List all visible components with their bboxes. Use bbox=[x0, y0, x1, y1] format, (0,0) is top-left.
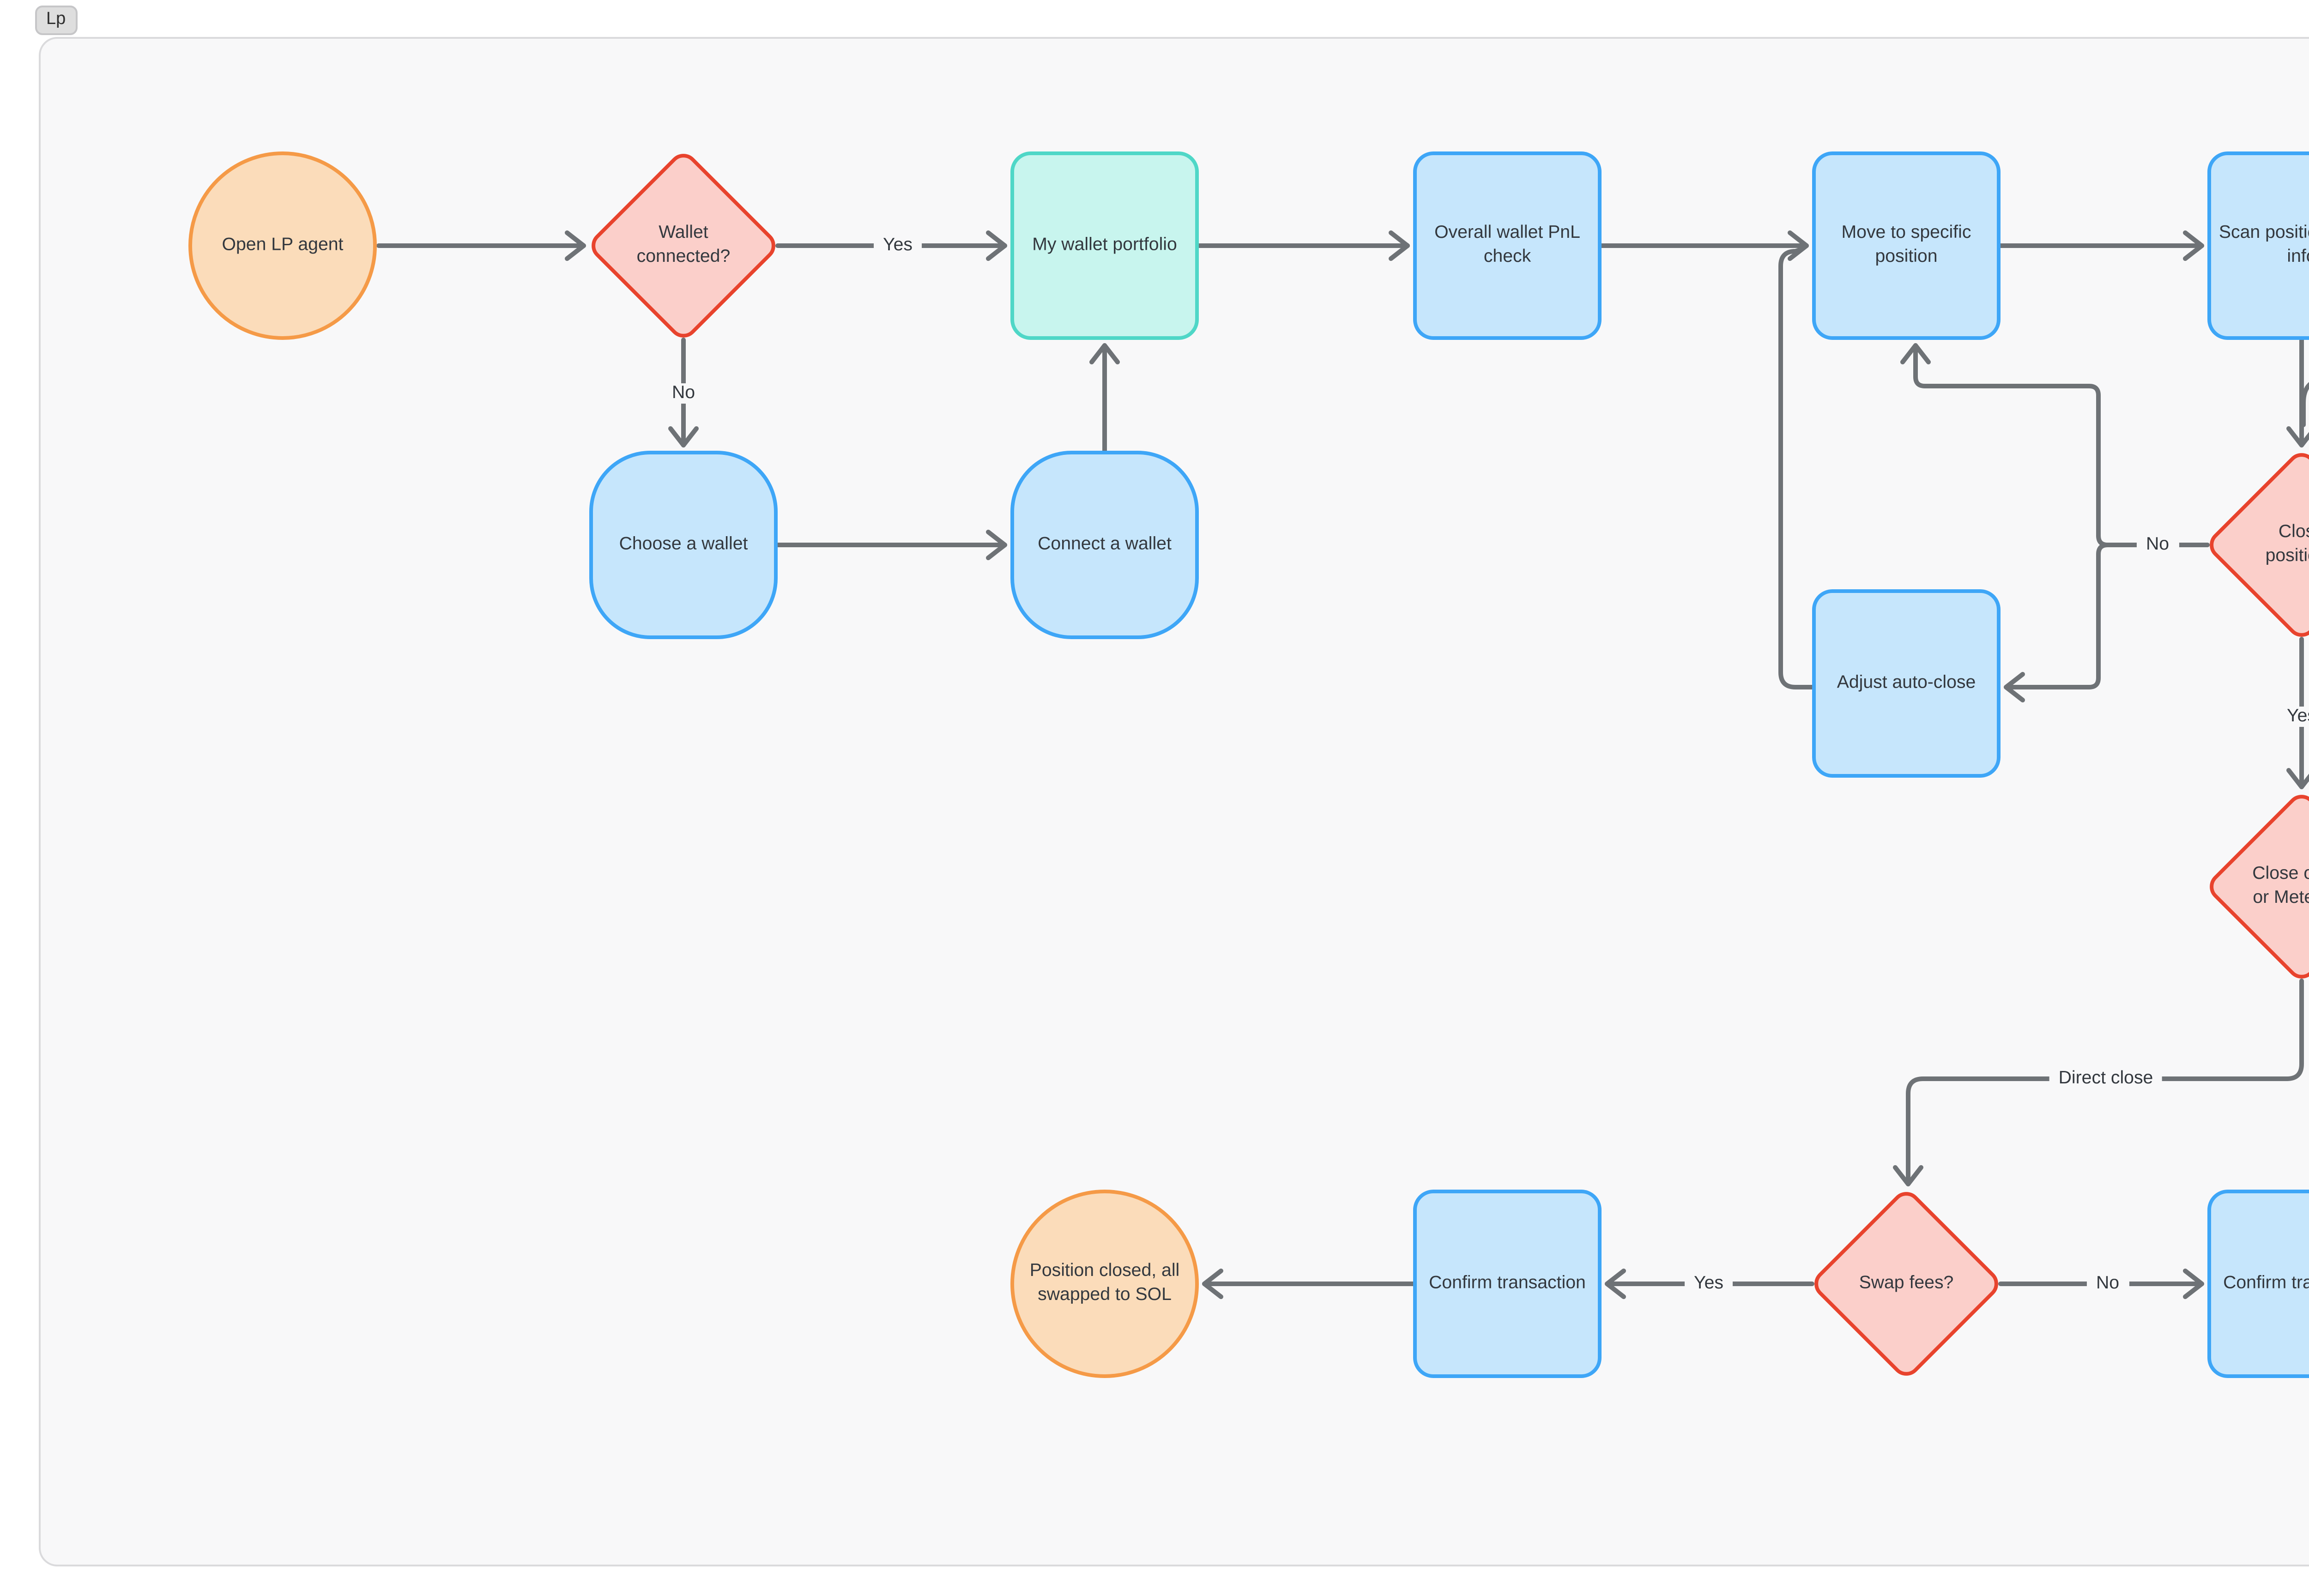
edge-label-no-close-position[interactable]: No bbox=[2136, 535, 2179, 555]
arrow-close-position-no-to-move-position[interactable] bbox=[1900, 343, 2210, 547]
node-overall-wallet-pnl-check[interactable]: Overall wallet PnL check bbox=[1413, 151, 1602, 340]
edge-label-yes-swap-fees[interactable]: Yes bbox=[1685, 1274, 1733, 1294]
node-label-my-wallet-portfolio: My wallet portfolio bbox=[1032, 235, 1177, 256]
edge-label-no-wallet-connected[interactable]: No bbox=[662, 383, 705, 404]
edge-label-no-swap-fees[interactable]: No bbox=[2086, 1274, 2129, 1294]
node-swap-fees[interactable]: Swap fees? bbox=[1808, 1185, 2005, 1382]
node-choose-a-wallet[interactable]: Choose a wallet bbox=[589, 451, 778, 639]
node-open-lp-agent[interactable]: Open LP agent bbox=[188, 151, 377, 340]
node-confirm-transaction-yes[interactable]: Confirm transaction bbox=[1413, 1190, 1602, 1378]
node-label-adjust-auto-close: Adjust auto-close bbox=[1837, 673, 1976, 694]
diamond-shape bbox=[585, 147, 782, 344]
node-adjust-auto-close[interactable]: Adjust auto-close bbox=[1812, 589, 2001, 778]
diamond-shape bbox=[2203, 447, 2309, 643]
node-wallet-connected[interactable]: Wallet connected? bbox=[585, 147, 782, 344]
edge-label-direct-close[interactable]: Direct close bbox=[2049, 1069, 2163, 1089]
node-close-on-lp-or-meteora[interactable]: Close on LP or Meteora? bbox=[2203, 788, 2309, 985]
edge-label-yes-close-position[interactable]: Yes bbox=[2278, 707, 2309, 727]
node-label-position-closed-all-swapped-to-sol: Position closed, all swapped to SOL bbox=[1029, 1261, 1180, 1306]
node-confirm-transaction-no[interactable]: Confirm transaction bbox=[2207, 1190, 2309, 1378]
diamond-shape bbox=[2203, 788, 2309, 985]
arrow-close-position-no-to-adjust-auto-close[interactable] bbox=[2004, 543, 2210, 702]
node-position-closed-all-swapped-to-sol[interactable]: Position closed, all swapped to SOL bbox=[1010, 1190, 1199, 1378]
node-close-position[interactable]: Close position? bbox=[2203, 447, 2309, 643]
node-label-move-to-specific-position: Move to specific position bbox=[1841, 223, 1971, 268]
node-my-wallet-portfolio[interactable]: My wallet portfolio bbox=[1010, 151, 1199, 340]
node-move-to-specific-position[interactable]: Move to specific position bbox=[1812, 151, 2001, 340]
node-label-confirm-transaction-yes: Confirm transaction bbox=[1429, 1273, 1586, 1294]
frame-badge[interactable]: Lp bbox=[35, 6, 77, 35]
node-connect-a-wallet[interactable]: Connect a wallet bbox=[1010, 451, 1199, 639]
node-scan-position-main-info[interactable]: Scan position's main info bbox=[2207, 151, 2309, 340]
arrow-adjust-auto-close-to-move-position[interactable] bbox=[1778, 247, 1814, 689]
node-label-connect-a-wallet: Connect a wallet bbox=[1038, 534, 1172, 555]
edge-label-yes-wallet-connected[interactable]: Yes bbox=[874, 236, 922, 256]
arrow-open-chart-loop-to-close-position[interactable] bbox=[2301, 340, 2309, 427]
node-label-overall-wallet-pnl-check: Overall wallet PnL check bbox=[1434, 223, 1580, 268]
node-label-open-lp-agent: Open LP agent bbox=[222, 235, 344, 256]
node-label-choose-a-wallet: Choose a wallet bbox=[619, 534, 748, 555]
diamond-shape bbox=[1808, 1185, 2005, 1382]
